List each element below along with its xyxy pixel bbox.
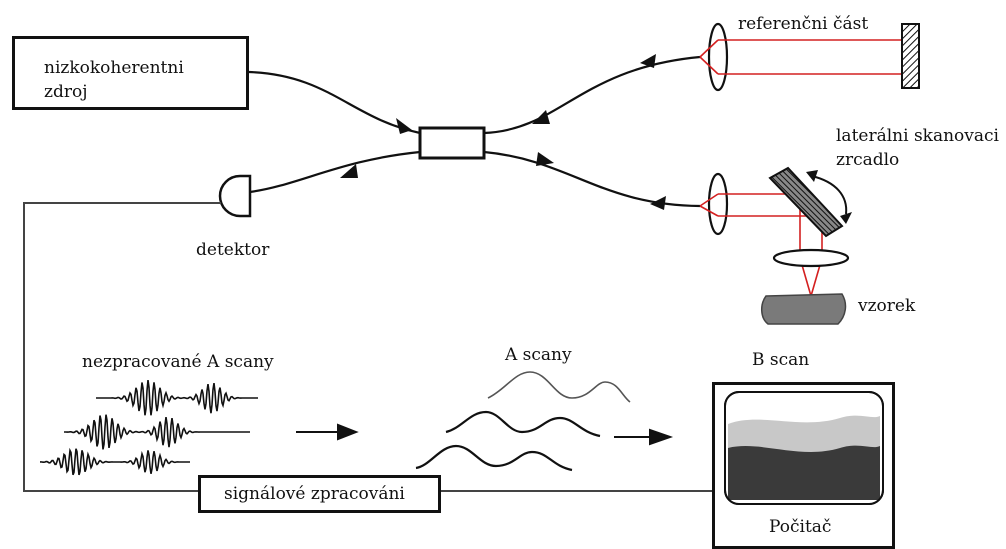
computer-screen: [724, 391, 884, 505]
bscan-label: B scan: [752, 350, 810, 370]
scan-mirror-label-1: laterálni skanovaci: [836, 126, 999, 146]
sample-shape: [761, 293, 847, 325]
arrow-source: [396, 118, 412, 134]
raw-ascans-group: [40, 379, 258, 476]
computer-box: [712, 382, 895, 549]
arrow-reference-in: [640, 54, 656, 68]
raw-ascans-label: nezpracované A scany: [82, 352, 274, 372]
objective-lens: [772, 248, 850, 268]
scan-mirror-label-2: zrcadlo: [836, 150, 900, 170]
fiber-coupler-to-detector: [249, 150, 421, 194]
sample-label: vzorek: [858, 296, 916, 316]
processed-ascans-group: [415, 371, 631, 472]
raw-ascan-3: [40, 447, 190, 476]
arrow-reference-out: [532, 110, 550, 124]
signal-cable: [23, 202, 712, 492]
source-label-2: zdroj: [44, 82, 88, 102]
arrow-sample-in: [650, 196, 666, 210]
source-label-1: nizkokoherentni: [44, 58, 184, 78]
reference-label: referenčni část: [738, 14, 869, 34]
arrow-detector: [340, 164, 358, 178]
source-box: [12, 36, 249, 110]
fiber-coupler: [418, 126, 486, 160]
sample-lens: [707, 172, 729, 236]
ascan-top: [487, 371, 631, 403]
reference-mirror: [901, 23, 920, 89]
process-arrows: [296, 423, 674, 446]
ascan-bottom: [415, 444, 573, 472]
ascan-middle: [445, 410, 601, 438]
raw-ascan-2: [64, 414, 250, 450]
fiber-source-to-coupler: [248, 70, 421, 135]
fiber-coupler-to-sample: [483, 150, 701, 208]
detector-label: detektor: [196, 240, 270, 260]
fiber-coupler-to-reference: [483, 55, 701, 135]
signal-processing-label: signálové zpracováni: [224, 484, 405, 504]
computer-label: Počitač: [769, 517, 832, 537]
ascans-label: A scany: [505, 345, 572, 365]
reference-lens: [707, 22, 729, 92]
raw-ascan-1: [96, 379, 258, 416]
detector-shape: [218, 174, 252, 218]
signal-processing-box: [198, 475, 441, 513]
arrow-sample-out: [536, 152, 554, 166]
scanning-mirror: [768, 166, 852, 238]
